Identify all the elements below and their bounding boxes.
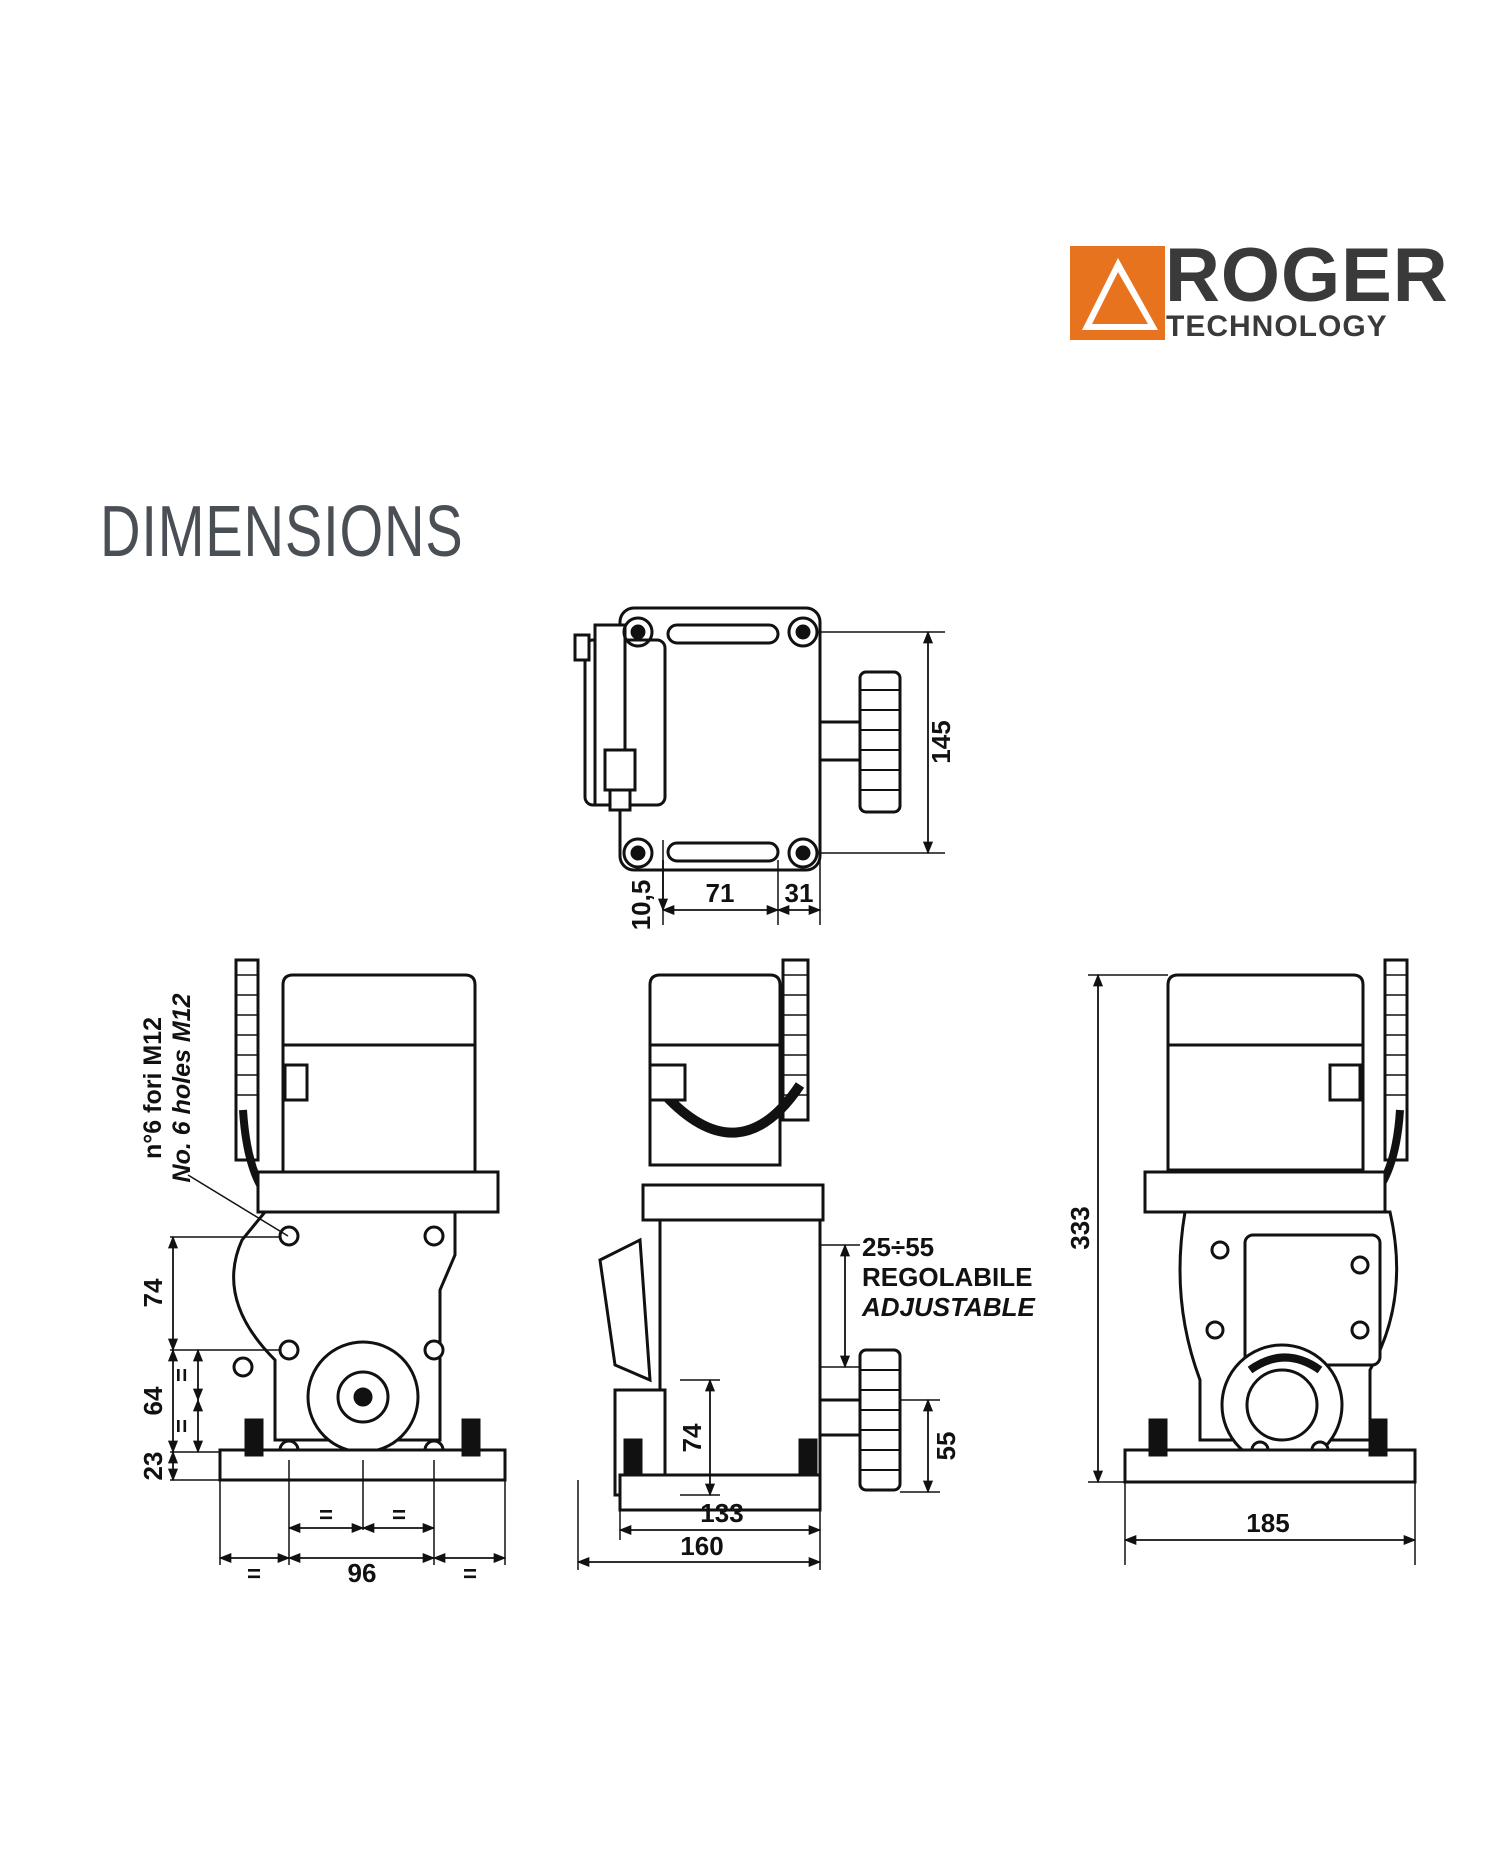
brand-subtitle: TECHNOLOGY bbox=[1166, 310, 1388, 343]
dim-left-eq-h3: = bbox=[247, 1561, 261, 1588]
dim-top-145: 145 bbox=[926, 720, 956, 763]
left-view bbox=[170, 958, 507, 1565]
dim-center-133: 133 bbox=[700, 1498, 743, 1528]
dim-left-eq-h2: = bbox=[392, 1502, 406, 1529]
dim-top-10-5: 10,5 bbox=[626, 880, 656, 931]
dim-left-eq-v2: = bbox=[169, 1419, 196, 1433]
dim-right-333: 333 bbox=[1065, 1206, 1095, 1249]
adjust-range: 25÷55 bbox=[862, 1232, 934, 1262]
center-view bbox=[577, 958, 940, 1570]
dim-center-160: 160 bbox=[680, 1531, 723, 1561]
dim-left-74: 74 bbox=[138, 1278, 168, 1307]
top-view bbox=[573, 606, 945, 925]
dim-left-23: 23 bbox=[138, 1452, 168, 1481]
adjust-label-it: REGOLABILE bbox=[862, 1262, 1032, 1292]
dim-right-185: 185 bbox=[1246, 1508, 1289, 1538]
dim-top-71: 71 bbox=[706, 878, 735, 908]
dim-top-31: 31 bbox=[785, 878, 814, 908]
right-view bbox=[1088, 958, 1417, 1565]
dim-left-eq-h1: = bbox=[319, 1502, 333, 1529]
logo-mark bbox=[1070, 246, 1165, 340]
dim-center-55: 55 bbox=[931, 1432, 961, 1461]
holes-label-it: n°6 fori M12 bbox=[139, 1017, 167, 1159]
dim-left-eq-h4: = bbox=[463, 1561, 477, 1588]
holes-label-en: No. 6 holes M12 bbox=[168, 993, 196, 1182]
dim-center-74: 74 bbox=[677, 1423, 707, 1452]
dimension-lines bbox=[167, 630, 1417, 1568]
adjust-label-en: ADJUSTABLE bbox=[861, 1292, 1036, 1322]
page-title: DIMENSIONS bbox=[100, 492, 464, 572]
dim-left-64: 64 bbox=[138, 1386, 168, 1415]
dim-left-96: 96 bbox=[348, 1558, 377, 1588]
brand-name: ROGER bbox=[1165, 233, 1449, 318]
dimension-labels: 145 10,5 71 31 74 64 23 = = = = = 96 = n… bbox=[138, 720, 1290, 1588]
dim-left-eq-v1: = bbox=[169, 1368, 196, 1382]
brand-logo bbox=[1070, 244, 1440, 344]
